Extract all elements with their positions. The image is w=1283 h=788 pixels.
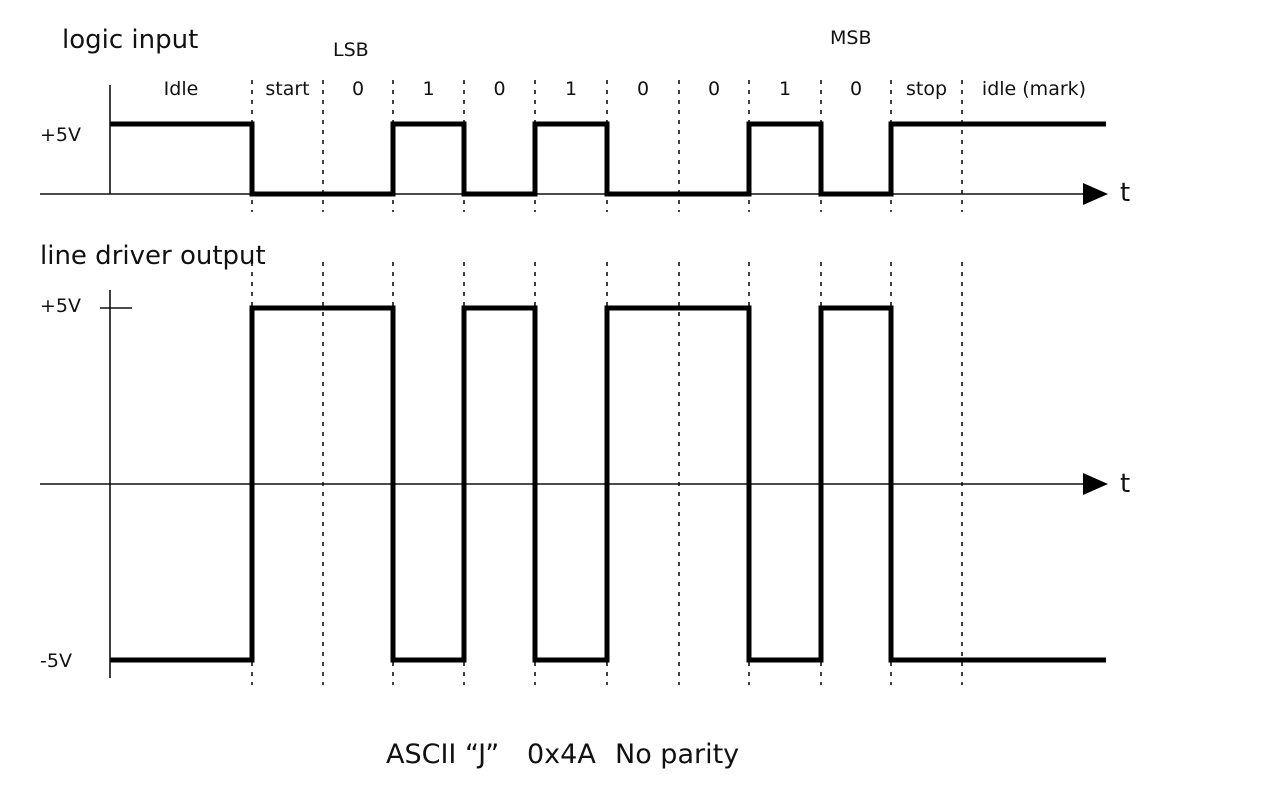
- lsb-label: LSB: [333, 39, 369, 61]
- caption-character: ASCII “J”: [386, 739, 499, 770]
- msb-label: MSB: [830, 27, 872, 49]
- logic-t-label: t: [1120, 178, 1130, 208]
- logic-x-axis-arrow: [1083, 183, 1108, 205]
- logic-input-waveform: [110, 121, 1106, 197]
- segment-label-1: start: [265, 78, 309, 100]
- segment-label-6: 0: [637, 78, 649, 100]
- caption-hex: 0x4A: [527, 739, 596, 770]
- driver-t-label: t: [1120, 469, 1130, 499]
- segment-label-8: 1: [779, 78, 791, 100]
- driver-x-axis-arrow: [1083, 473, 1108, 495]
- line-driver-waveform: [110, 305, 1106, 663]
- segment-label-7: 0: [708, 78, 720, 100]
- segment-label-3: 1: [422, 78, 434, 100]
- logic-input-title: logic input: [62, 25, 198, 55]
- segment-label-5: 1: [565, 78, 577, 100]
- segment-labels: Idle start 0 1 0 1 0 0 1 0 stop idle (mark): [164, 78, 1086, 100]
- caption-parity: No parity: [615, 739, 739, 770]
- segment-label-11: idle (mark): [982, 78, 1086, 100]
- segment-label-2: 0: [352, 78, 364, 100]
- segment-label-9: 0: [850, 78, 862, 100]
- driver-pos-5v-label: +5V: [40, 295, 81, 317]
- segment-label-10: stop: [906, 78, 947, 100]
- segment-label-0: Idle: [164, 78, 199, 100]
- segment-label-4: 0: [493, 78, 505, 100]
- driver-neg-5v-label: -5V: [40, 650, 72, 672]
- logic-5v-label: +5V: [40, 124, 81, 146]
- driver-output-title: line driver output: [40, 241, 266, 271]
